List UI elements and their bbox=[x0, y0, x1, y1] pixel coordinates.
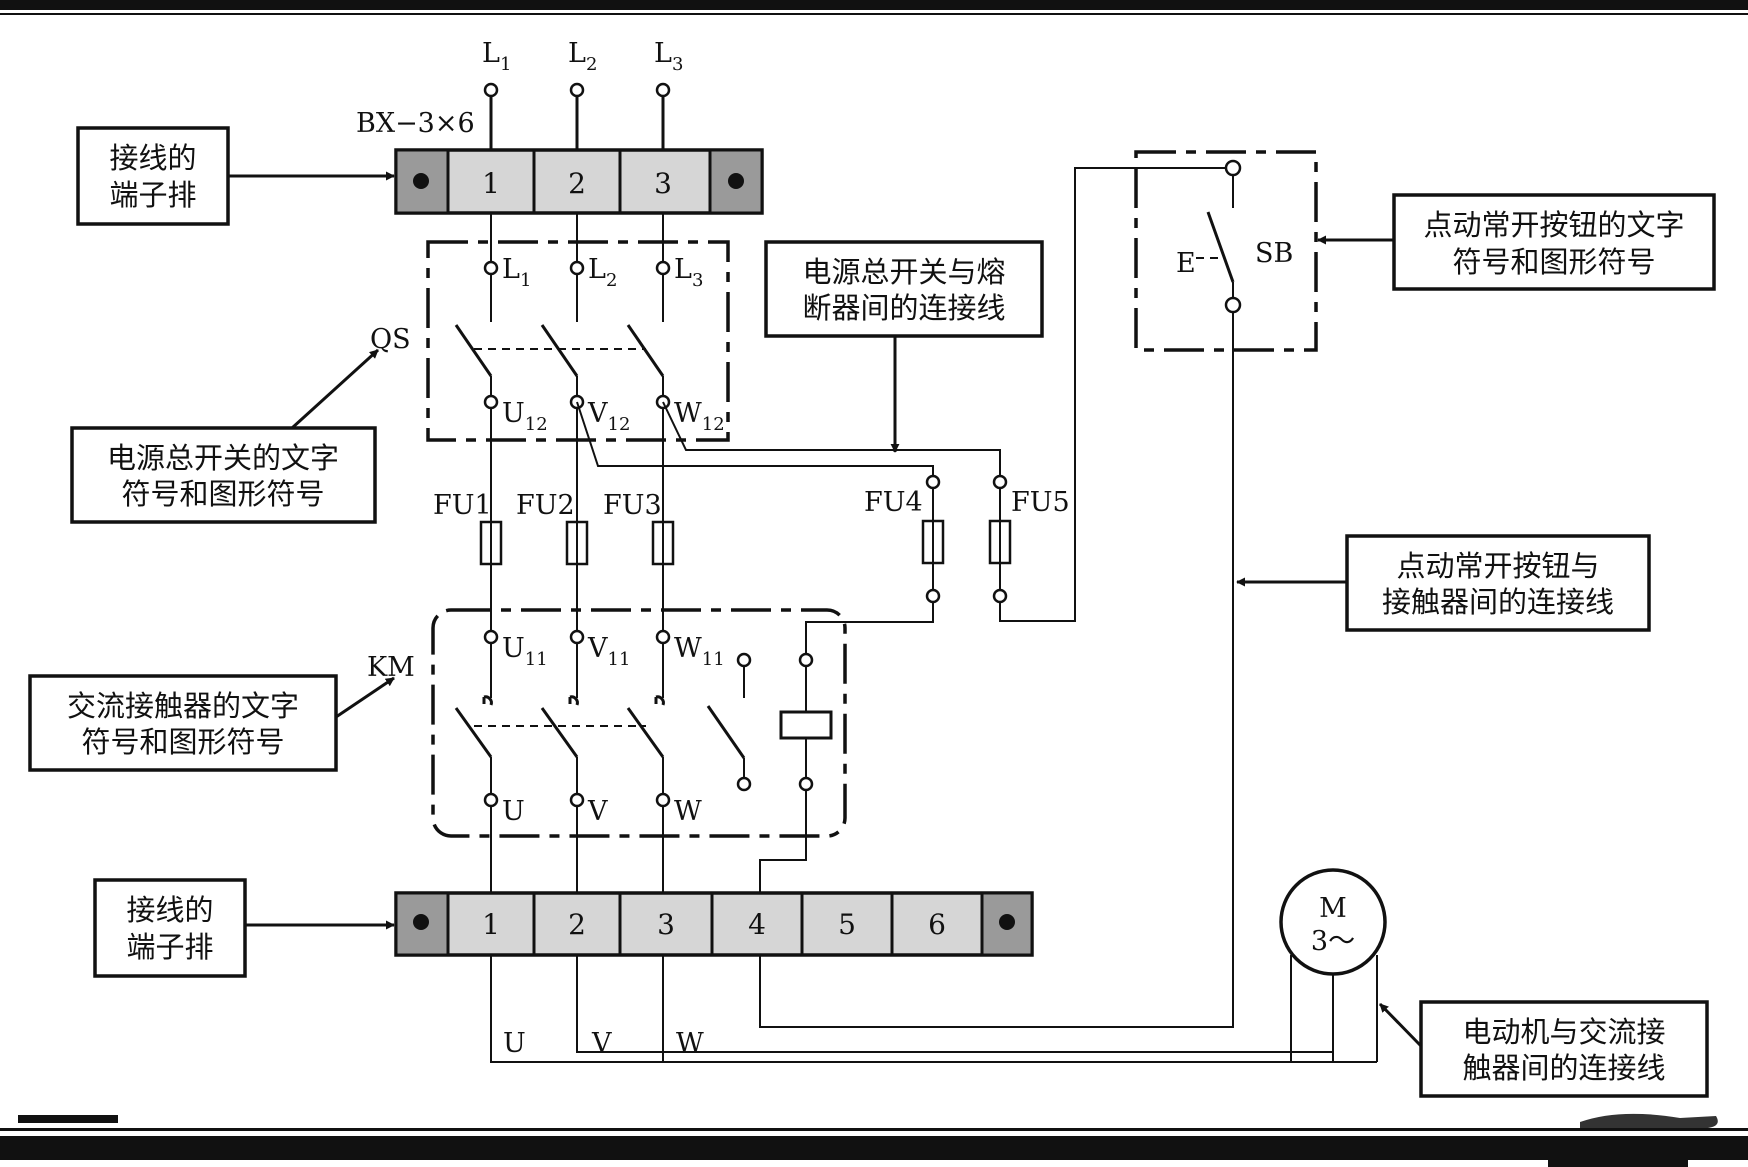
motor-label-m: M bbox=[1319, 893, 1347, 924]
supply-line-l2: L bbox=[568, 38, 586, 69]
km-in-v11: V bbox=[587, 633, 608, 664]
qs-in-l1: L bbox=[502, 254, 520, 285]
bottom-terminal-5: 5 bbox=[838, 908, 856, 941]
qs-in-l3: L bbox=[674, 254, 692, 285]
callout-top-terminal: 接线的 端子排 bbox=[76, 126, 395, 226]
fuse-fu2: FU2 bbox=[516, 490, 575, 521]
bottom-terminal-1: 1 bbox=[482, 908, 500, 941]
svg-text:电动机与交流接: 电动机与交流接 bbox=[1462, 1015, 1665, 1049]
svg-text:符号和图形符号: 符号和图形符号 bbox=[121, 477, 324, 511]
top-terminal-3: 3 bbox=[654, 167, 672, 200]
svg-text:L3: L3 bbox=[654, 38, 683, 75]
svg-text:L2: L2 bbox=[588, 254, 617, 291]
svg-text:U12: U12 bbox=[502, 398, 548, 435]
svg-text:W11: W11 bbox=[674, 633, 725, 670]
motor-wire-w: W bbox=[676, 1028, 704, 1059]
svg-text:W12: W12 bbox=[674, 398, 725, 435]
qs-main-switch: L1 L2 L3 U12 V12 W12 QS bbox=[370, 213, 730, 442]
top-terminal-block: 1 2 3 bbox=[394, 148, 764, 215]
svg-text:端子排: 端子排 bbox=[126, 930, 213, 964]
qs-out-w12: W bbox=[674, 398, 702, 429]
fuse-fu5: FU5 bbox=[1011, 487, 1070, 518]
km-out-w: W bbox=[674, 796, 702, 827]
callout-qs-fuse-link: 电源总开关与熔 断器间的连接线 bbox=[764, 240, 1044, 453]
bottom-terminal-4: 4 bbox=[748, 908, 766, 941]
svg-text:电源总开关的文字: 电源总开关的文字 bbox=[107, 441, 339, 475]
svg-text:接线的: 接线的 bbox=[126, 893, 213, 927]
svg-text:V11: V11 bbox=[587, 633, 630, 670]
bottom-terminal-block: 1 2 3 4 5 6 bbox=[394, 891, 1034, 957]
callout-qs: 电源总开关的文字 符号和图形符号 bbox=[70, 348, 380, 524]
motor: M 3～ U V W bbox=[490, 868, 1387, 1063]
motor-label-phase: 3～ bbox=[1311, 926, 1355, 957]
top-terminal-1: 1 bbox=[482, 167, 500, 200]
svg-text:接触器间的连接线: 接触器间的连接线 bbox=[1382, 585, 1614, 619]
km-contactor: U11 V11 W11 U V W KM bbox=[367, 608, 847, 893]
svg-text:L1: L1 bbox=[482, 38, 511, 75]
svg-text:符号和图形符号: 符号和图形符号 bbox=[81, 725, 284, 759]
svg-text:L3: L3 bbox=[674, 254, 703, 291]
sb-symbol: SB bbox=[1255, 238, 1293, 269]
svg-text:断器间的连接线: 断器间的连接线 bbox=[802, 291, 1005, 325]
qs-in-l2: L bbox=[588, 254, 606, 285]
callout-sb: 点动常开按钮的文字 符号和图形符号 bbox=[1317, 193, 1716, 291]
supply-line-l3: L bbox=[654, 38, 672, 69]
fuse-fu3: FU3 bbox=[603, 490, 662, 521]
supply-line-l1: L bbox=[482, 38, 500, 69]
callout-motor-link: 电动机与交流接 触器间的连接线 bbox=[1378, 1000, 1709, 1098]
supply-lines: L1 L2 L3 BX−3×6 bbox=[356, 38, 683, 150]
cable-spec: BX−3×6 bbox=[356, 108, 475, 139]
qs-out-u12: U bbox=[502, 398, 525, 429]
bottom-terminal-3: 3 bbox=[657, 908, 675, 941]
sb-pushbutton: E SB bbox=[759, 150, 1318, 1028]
motor-wire-v: V bbox=[591, 1028, 612, 1059]
svg-text:V12: V12 bbox=[587, 398, 630, 435]
motor-wire-u: U bbox=[503, 1028, 526, 1059]
km-out-v: V bbox=[587, 796, 608, 827]
svg-text:点动常开按钮的文字: 点动常开按钮的文字 bbox=[1423, 208, 1684, 242]
bottom-terminal-2: 2 bbox=[568, 908, 586, 941]
fuse-fu1: FU1 bbox=[433, 490, 492, 521]
top-terminal-2: 2 bbox=[568, 167, 586, 200]
bottom-terminal-6: 6 bbox=[928, 908, 946, 941]
qs-out-v12: V bbox=[587, 398, 608, 429]
svg-text:交流接触器的文字: 交流接触器的文字 bbox=[67, 689, 299, 723]
control-fuses: FU4 FU5 bbox=[576, 167, 1233, 660]
callout-sb-km-link: 点动常开按钮与 接触器间的连接线 bbox=[1236, 534, 1651, 632]
svg-text:符号和图形符号: 符号和图形符号 bbox=[1452, 245, 1655, 279]
km-in-u11: U bbox=[502, 633, 525, 664]
svg-text:L2: L2 bbox=[568, 38, 597, 75]
svg-text:U11: U11 bbox=[502, 633, 548, 670]
callout-km: 交流接触器的文字 符号和图形符号 bbox=[28, 674, 395, 772]
svg-text:点动常开按钮与: 点动常开按钮与 bbox=[1396, 549, 1599, 583]
km-out-u: U bbox=[502, 796, 525, 827]
callout-bottom-terminal: 接线的 端子排 bbox=[93, 878, 395, 978]
sb-actuator-symbol: E bbox=[1176, 248, 1196, 279]
fuse-fu4: FU4 bbox=[864, 487, 923, 518]
svg-text:接线的: 接线的 bbox=[109, 141, 196, 175]
svg-text:电源总开关与熔: 电源总开关与熔 bbox=[802, 255, 1005, 289]
main-fuses: FU1 FU2 FU3 bbox=[433, 408, 675, 636]
km-in-w11: W bbox=[674, 633, 702, 664]
svg-text:端子排: 端子排 bbox=[109, 178, 196, 212]
svg-text:L1: L1 bbox=[502, 254, 531, 291]
svg-text:触器间的连接线: 触器间的连接线 bbox=[1462, 1051, 1665, 1085]
